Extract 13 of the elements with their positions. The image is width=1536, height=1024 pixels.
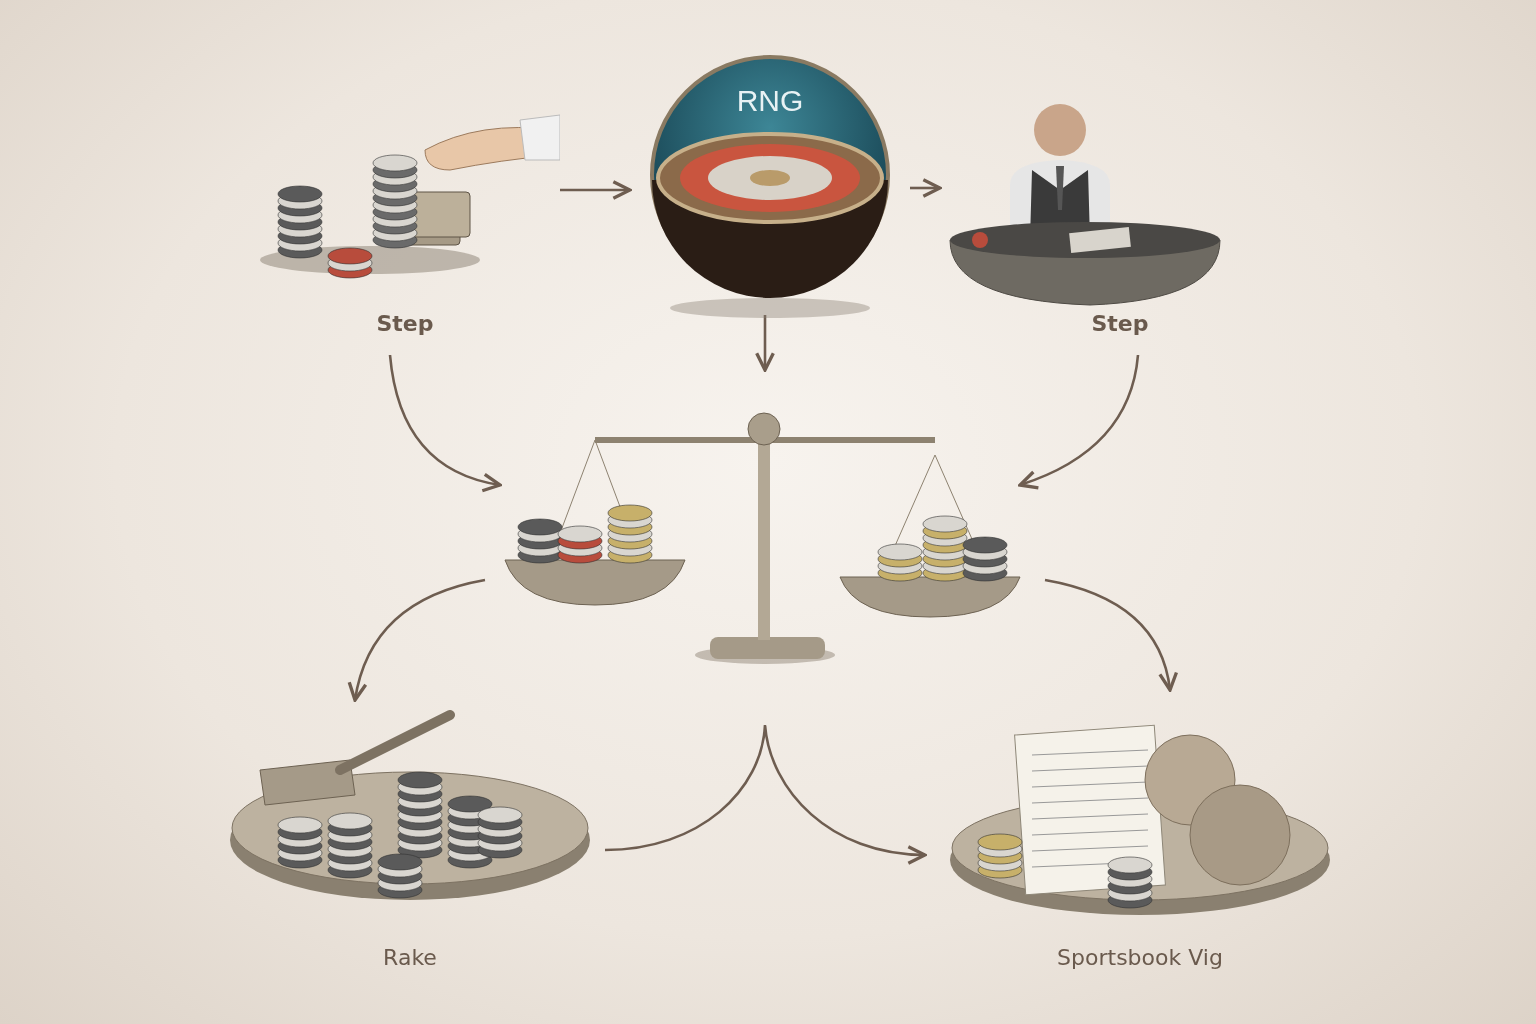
step-label: Rake (383, 945, 437, 970)
arrow (755, 315, 775, 372)
arrow (1044, 578, 1178, 692)
arrow (388, 354, 502, 492)
arrow (348, 578, 486, 702)
step-label: Step (376, 311, 434, 336)
step-label: Sportsbook Vig (1057, 945, 1223, 970)
arrow (560, 180, 632, 200)
arrow (910, 178, 942, 198)
globe-label: RNG (735, 84, 805, 118)
step-label: Step (1091, 311, 1149, 336)
arrow (1018, 354, 1140, 489)
arrow (604, 723, 927, 864)
